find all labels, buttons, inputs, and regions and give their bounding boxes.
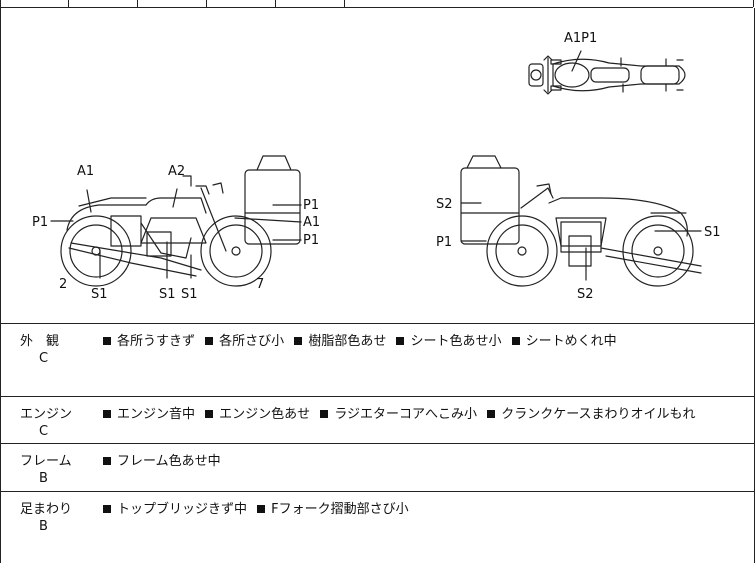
label-s2-bottom: S2 <box>577 287 594 302</box>
label-s1-a: S1 <box>91 287 108 302</box>
section-name: 外 観 <box>20 334 60 349</box>
label-s2-top: S2 <box>436 197 453 212</box>
bullet-square-icon <box>511 337 520 345</box>
section-items: トップブリッジきず中 Fフォーク摺動部さび小 <box>103 498 415 517</box>
bullet-square-icon <box>257 505 266 513</box>
label-s1-right: S1 <box>704 225 721 240</box>
condition-item: シート色あせ小 <box>410 334 502 349</box>
section-grade: B <box>39 471 48 486</box>
bullet-square-icon <box>103 505 111 513</box>
table-header-row <box>0 0 754 8</box>
cell-divider <box>275 0 276 7</box>
condition-item: フレーム色あせ中 <box>117 454 221 469</box>
section-engine: エンジン C エンジン音中 エンジン色あせ ラジエターコアへこみ小 クランクケー… <box>0 396 755 443</box>
section-name: エンジン <box>20 407 73 422</box>
condition-item: ラジエターコアへこみ小 <box>334 407 478 422</box>
label-num-7: 7 <box>256 277 264 292</box>
condition-item: シートめくれ中 <box>525 334 617 349</box>
label-s1-b: S1 <box>159 287 176 302</box>
label-a1: A1 <box>77 164 94 179</box>
bullet-square-icon <box>205 410 214 418</box>
section-items: フレーム色あせ中 <box>103 450 227 469</box>
bullet-square-icon <box>294 337 303 345</box>
cell-divider <box>137 0 138 7</box>
section-name: フレーム <box>20 454 72 469</box>
label-top-view: A1P1 <box>564 31 597 46</box>
leader-lines <box>50 50 702 281</box>
section-suspension: 足まわり B トップブリッジきず中 Fフォーク摺動部さび小 <box>0 491 755 563</box>
condition-item: エンジン色あせ <box>219 407 311 422</box>
label-p1-bag-bottom: P1 <box>303 233 319 248</box>
left-side-motorcycle <box>60 155 301 287</box>
cell-divider <box>0 0 1 7</box>
condition-item: トップブリッジきず中 <box>117 502 248 517</box>
top-view-motorcycle <box>528 55 686 95</box>
section-grade: C <box>39 351 49 366</box>
bullet-square-icon <box>487 410 496 418</box>
label-a1-bag: A1 <box>303 215 320 230</box>
section-exterior: 外 観 C 各所うすきず 各所さび小 樹脂部色あせ シート色あせ小 シートめくれ… <box>0 323 755 396</box>
label-a2: A2 <box>168 164 185 179</box>
bullet-square-icon <box>205 337 214 345</box>
label-p1-bag-top: P1 <box>303 198 319 213</box>
condition-sections: 外 観 C 各所うすきず 各所さび小 樹脂部色あせ シート色あせ小 シートめくれ… <box>0 323 755 563</box>
label-num-2: 2 <box>59 277 67 292</box>
label-p1-right: P1 <box>436 235 452 250</box>
condition-item: 各所さび小 <box>219 334 285 349</box>
damage-diagram: A1P1 A1 A2 P1 P1 A1 P1 2 7 S1 S1 S1 S2 P… <box>0 8 755 323</box>
motorcycle-diagram-svg: A1P1 A1 A2 P1 P1 A1 P1 2 7 S1 S1 S1 S2 P… <box>32 31 721 302</box>
bullet-square-icon <box>103 410 111 418</box>
cell-divider <box>206 0 207 7</box>
condition-item: エンジン音中 <box>117 407 196 422</box>
condition-item: Fフォーク摺動部さび小 <box>271 502 409 517</box>
bullet-square-icon <box>103 337 111 345</box>
bullet-square-icon <box>103 457 111 465</box>
bullet-square-icon <box>320 410 329 418</box>
condition-item: クランクケースまわりオイルもれ <box>501 407 696 422</box>
section-frame: フレーム B フレーム色あせ中 <box>0 443 755 491</box>
section-grade: B <box>39 519 48 534</box>
section-items: エンジン音中 エンジン色あせ ラジエターコアへこみ小 クランクケースまわりオイル… <box>103 403 702 422</box>
section-name: 足まわり <box>20 502 73 517</box>
cell-divider <box>344 0 345 7</box>
bullet-square-icon <box>396 337 405 345</box>
section-grade: C <box>39 424 49 439</box>
cell-divider <box>68 0 69 7</box>
condition-item: 各所うすきず <box>117 334 196 349</box>
right-side-motorcycle <box>460 155 702 287</box>
section-items: 各所うすきず 各所さび小 樹脂部色あせ シート色あせ小 シートめくれ中 <box>103 330 623 349</box>
condition-item: 樹脂部色あせ <box>308 334 387 349</box>
label-p1-left: P1 <box>32 215 48 230</box>
label-s1-c: S1 <box>181 287 198 302</box>
cell-divider <box>753 0 754 7</box>
